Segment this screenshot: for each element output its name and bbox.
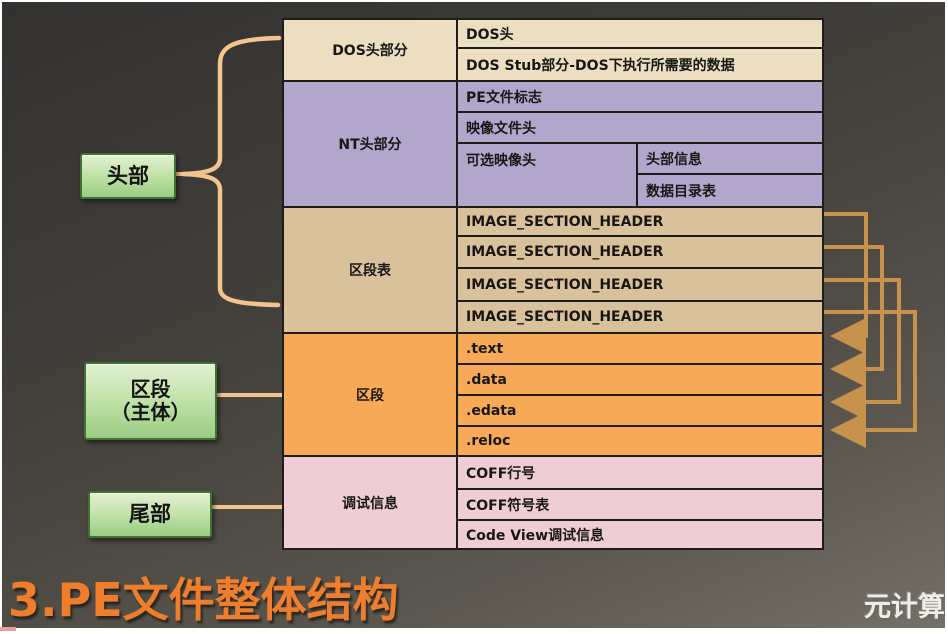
arrow-header2-to-data	[824, 245, 884, 387]
cell-coff-symbol-table: COFF符号表	[458, 490, 822, 521]
group-label: DOS头部分	[332, 43, 408, 59]
label-body-group: 区段 （主体）	[84, 362, 217, 440]
cell-optional-header-row: 可选映像头 头部信息 数据目录表	[458, 144, 822, 208]
cell-image-file-header: 映像文件头	[458, 113, 822, 144]
cell-codeview-debug: Code View调试信息	[458, 521, 822, 548]
header-brace	[182, 35, 282, 308]
arrow-header4-to-reloc	[824, 310, 917, 448]
cell-optional-header: 可选映像头	[458, 144, 638, 206]
cell-section-data: .data	[458, 365, 822, 396]
cell-pe-signature: PE文件标志	[458, 82, 822, 113]
bottom-left-mark	[0, 627, 16, 631]
optional-header-subrows: 头部信息 数据目录表	[638, 144, 822, 206]
group-section-table: 区段表	[284, 208, 456, 334]
label-body-line2: （主体）	[110, 400, 191, 424]
label-tail-group: 尾部	[88, 491, 212, 538]
group-nt-header: NT头部分	[284, 82, 456, 208]
table-group-column: DOS头部分 NT头部分 区段表 区段 调试信息	[284, 20, 458, 548]
page-title: 3.PE文件整体结构	[8, 573, 399, 627]
arrow-header1-to-text	[824, 212, 868, 354]
table-detail-column: DOS头 DOS Stub部分-DOS下执行所需要的数据 PE文件标志 映像文件…	[458, 20, 822, 548]
cell-data-directory: 数据目录表	[638, 175, 822, 206]
cell-coff-line-numbers: COFF行号	[458, 457, 822, 490]
group-label: 区段	[356, 387, 384, 404]
group-debug-info: 调试信息	[284, 457, 456, 548]
cell-section-reloc: .reloc	[458, 427, 822, 457]
label-body-line1: 区段	[130, 377, 171, 401]
cell-header-info: 头部信息	[638, 144, 822, 175]
pe-structure-table: DOS头部分 NT头部分 区段表 区段 调试信息 DOS头 DOS Stub部分…	[282, 18, 824, 550]
watermark: 元计算	[864, 592, 945, 623]
label-header-text: 头部	[107, 163, 149, 188]
cell-dos-stub: DOS Stub部分-DOS下执行所需要的数据	[458, 49, 822, 82]
label-header-group: 头部	[80, 153, 176, 199]
label-tail-text: 尾部	[129, 502, 171, 527]
cell-section-text: .text	[458, 334, 822, 365]
arrow-header3-to-edata	[824, 278, 901, 420]
cell-section-edata: .edata	[458, 396, 822, 427]
cell-image-section-header-4: IMAGE_SECTION_HEADER	[458, 302, 822, 334]
cell-dos-header: DOS头	[458, 20, 822, 49]
group-label: NT头部分	[338, 137, 402, 153]
cell-image-section-header-1: IMAGE_SECTION_HEADER	[458, 208, 822, 237]
cell-image-section-header-3: IMAGE_SECTION_HEADER	[458, 269, 822, 302]
group-dos-header: DOS头部分	[284, 20, 456, 82]
group-label: 区段表	[349, 263, 391, 279]
group-sections: 区段	[284, 334, 456, 457]
group-label: 调试信息	[342, 495, 398, 512]
cell-image-section-header-2: IMAGE_SECTION_HEADER	[458, 237, 822, 269]
